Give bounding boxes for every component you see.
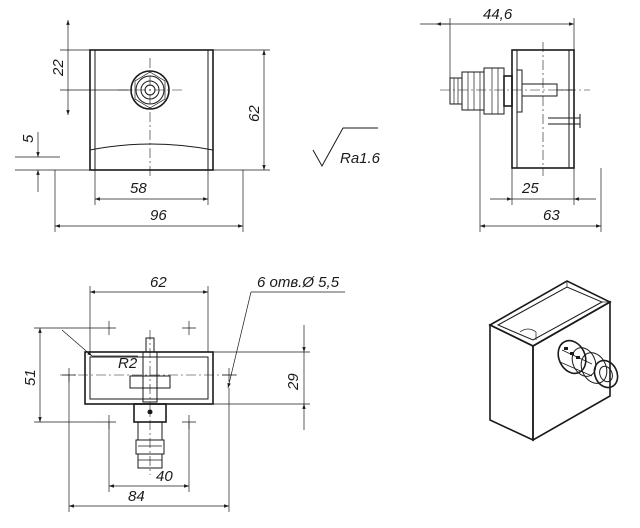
side-view: 44,6 25 63 <box>420 6 602 232</box>
front-dim-height-top: 22 <box>50 59 67 77</box>
hole-note: 6 отв.Ø 5,5 <box>257 274 340 291</box>
front-view-body <box>89 49 214 171</box>
bottom-dim-bottom: 84 <box>128 488 145 505</box>
bottom-dim-left: 51 <box>22 369 39 386</box>
front-dim-inner-width: 58 <box>130 180 147 197</box>
side-dim-top: 44,6 <box>483 6 513 23</box>
bottom-dim-holes: 40 <box>156 468 173 485</box>
side-dim-total: 63 <box>543 207 560 224</box>
bottom-dim-right: 29 <box>285 373 302 391</box>
roughness-value: Ra1.6 <box>340 150 381 167</box>
iso-fitting <box>557 339 619 389</box>
isometric-view <box>488 280 619 442</box>
bottom-dim-radius: R2 <box>118 355 138 372</box>
front-view: 22 62 5 58 96 <box>15 20 270 232</box>
side-dim-inner: 25 <box>521 180 539 197</box>
side-fitting <box>449 67 581 128</box>
front-dim-total-width: 96 <box>150 207 167 224</box>
roughness-symbol: Ra1.6 <box>312 127 381 168</box>
front-dim-height-total: 62 <box>246 105 263 122</box>
bottom-view: 62 6 отв.Ø 5,5 R2 51 29 40 84 <box>22 274 345 512</box>
bottom-view-flange <box>84 351 214 405</box>
bottom-dim-top: 62 <box>150 274 167 291</box>
front-dim-small: 5 <box>20 134 37 143</box>
